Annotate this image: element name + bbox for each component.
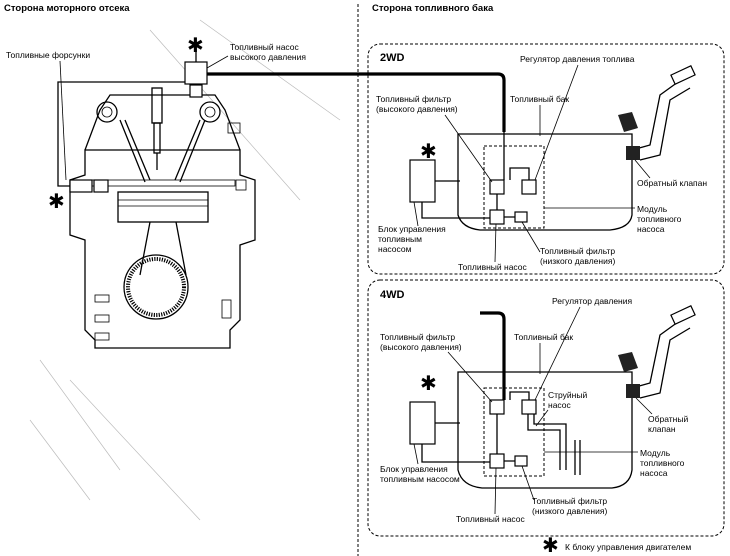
- 4wd-check-valve-label-1: Обратный: [648, 414, 688, 424]
- tank-4wd-drawing: [409, 305, 696, 489]
- hp-fuel-line-4wd: [480, 311, 506, 400]
- ecu-asterisk-pump: ✱: [187, 33, 204, 57]
- 2wd-pump-control-label-2: топливным: [378, 234, 422, 244]
- 4wd-module-label-1: Модуль: [640, 448, 671, 458]
- 2wd-module-label-3: насоса: [637, 224, 665, 234]
- tank-side-header: Сторона топливного бака: [372, 3, 494, 14]
- 4wd-hp-filter-label-2: (высокого давления): [380, 342, 462, 352]
- hp-fuel-line: [207, 72, 506, 132]
- legend-text: К блоку управления двигателем: [565, 542, 691, 552]
- 4wd-pump-label: Топливный насос: [456, 514, 525, 524]
- 4wd-jet-pump-label-1: Струйный: [548, 390, 587, 400]
- ecu-asterisk-2wd: ✱: [420, 139, 437, 163]
- 4wd-module-label-3: насоса: [640, 468, 668, 478]
- engine-side-header: Сторона моторного отсека: [4, 3, 130, 14]
- 2wd-pump-control-label-1: Блок управления: [378, 224, 446, 234]
- 4wd-jet-pump-label-2: насос: [548, 400, 571, 410]
- injectors-label: Топливные форсунки: [6, 50, 90, 60]
- box-4wd: [367, 279, 725, 537]
- injectors-leader: [59, 60, 67, 181]
- ecu-asterisk-injector: ✱: [48, 189, 65, 213]
- 2wd-module-label-1: Модуль: [637, 204, 668, 214]
- 2wd-module-label-2: топливного: [637, 214, 682, 224]
- 2wd-tank-label: Топливный бак: [510, 94, 569, 104]
- 4wd-lp-filter-label-1: Топливный фильтр: [532, 496, 607, 506]
- box-2wd-title: 2WD: [380, 52, 405, 64]
- 2wd-lp-filter-label-1: Топливный фильтр: [540, 246, 615, 256]
- 4wd-pump-control-label-2: топливным насосом: [380, 474, 460, 484]
- 4wd-module-label-2: топливного: [640, 458, 685, 468]
- 2wd-lp-filter-label-2: (низкого давления): [540, 256, 615, 266]
- 4wd-tank-label: Топливный бак: [514, 332, 573, 342]
- engine-drawing: [29, 19, 341, 521]
- 2wd-hp-filter-label-1: Топливный фильтр: [376, 94, 451, 104]
- 4wd-hp-filter-label-1: Топливный фильтр: [380, 332, 455, 342]
- 2wd-hp-filter-label-2: (высокого давления): [376, 104, 458, 114]
- ecu-asterisk-4wd: ✱: [420, 371, 437, 395]
- 2wd-check-valve-label: Обратный клапан: [637, 178, 707, 188]
- 4wd-lp-filter-label-2: (низкого давления): [532, 506, 607, 516]
- 2wd-regulator-label: Регулятор давления топлива: [520, 54, 635, 64]
- 4wd-regulator-label: Регулятор давления: [552, 296, 632, 306]
- box-2wd: [367, 43, 725, 275]
- legend-asterisk: ✱: [542, 533, 559, 556]
- 4wd-check-valve-label-2: клапан: [648, 424, 676, 434]
- tank-2wd-drawing: [409, 65, 696, 231]
- 4wd-pump-control-label-1: Блок управления: [380, 464, 448, 474]
- 2wd-pump-control-label-3: насосом: [378, 244, 412, 254]
- 2wd-pump-label: Топливный насос: [458, 262, 527, 272]
- box-4wd-title: 4WD: [380, 289, 405, 301]
- hp-pump-label-1: Топливный насос: [230, 42, 299, 52]
- hp-pump-label-2: высокого давления: [230, 52, 306, 62]
